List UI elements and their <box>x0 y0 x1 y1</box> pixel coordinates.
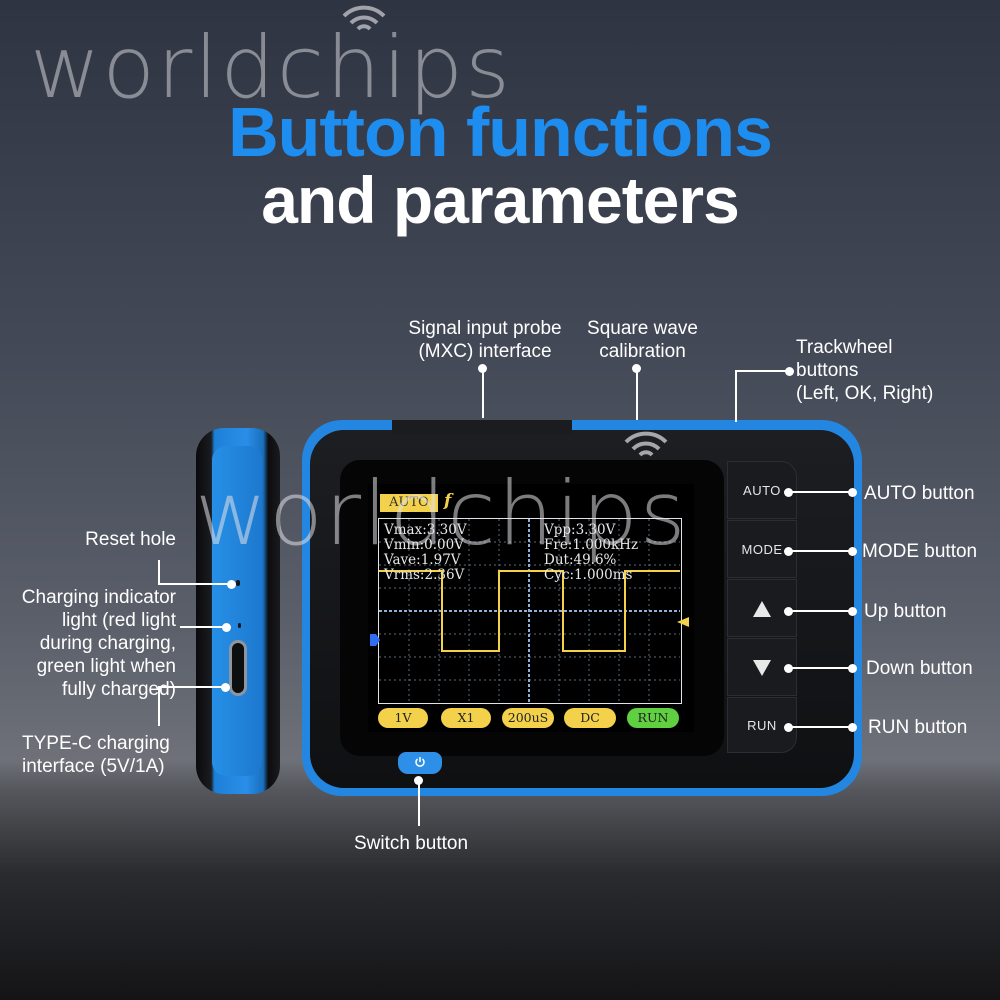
typec-port[interactable] <box>229 640 247 696</box>
mode-hw-button[interactable]: MODE <box>727 520 797 578</box>
screen-mode-tab: AUTO <box>380 494 438 512</box>
callout-dot <box>848 664 857 673</box>
callout-up-button: Up button <box>864 601 947 622</box>
callout-run-button: RUN button <box>868 717 968 738</box>
callout-dot <box>227 580 236 589</box>
callout-charging-line4: green light when <box>36 656 176 677</box>
callout-line <box>786 726 852 728</box>
callout-charging-line2: light (red light <box>61 610 176 631</box>
measurements-left: Vmax:3.30V Vmin:0.00V Vave:1.97V Vrms:2.… <box>384 523 467 583</box>
callout-line <box>158 560 160 584</box>
charging-indicator-light <box>238 623 241 628</box>
meas-vmin: Vmin:0.00V <box>384 537 464 553</box>
callout-signal-probe-line2: (MXC) interface <box>418 341 552 362</box>
callout-square-wave: Square wave calibration <box>570 317 715 363</box>
coupling-pill[interactable]: DC <box>564 708 616 728</box>
meas-duty: Dut:49.6% <box>544 552 617 568</box>
reset-hole[interactable] <box>236 580 240 586</box>
callout-line <box>158 686 224 688</box>
oscilloscope-screen <box>368 484 694 732</box>
callout-line <box>786 550 852 552</box>
watermark-top: worldchips <box>30 18 512 118</box>
title-line-1: Button functions <box>228 93 773 171</box>
callout-trackwheel-line2: buttons <box>796 360 859 381</box>
meas-cycle: Cyc:1.000ms <box>544 567 633 583</box>
callout-trackwheel-line3: (Left, OK, Right) <box>796 383 934 404</box>
callout-charging-line1: Charging indicator <box>21 587 176 608</box>
callout-mode-button: MODE button <box>862 541 978 562</box>
callout-line <box>786 610 852 612</box>
callout-line <box>636 368 638 420</box>
callout-charging-line3: during charging, <box>39 633 176 654</box>
callout-line <box>158 686 160 726</box>
callout-dot <box>221 683 230 692</box>
callout-square-wave-line1: Square wave <box>587 318 698 339</box>
volts-div-pill[interactable]: 1V <box>378 708 428 728</box>
title-line-2: and parameters <box>261 163 740 237</box>
callout-trackwheel-line1: Trackwheel <box>796 337 893 358</box>
callout-dot <box>785 367 794 376</box>
power-icon <box>415 757 425 767</box>
callout-auto-button: AUTO button <box>864 483 975 504</box>
callout-line <box>180 626 226 628</box>
watermark-middle: worldchips <box>195 462 688 565</box>
callout-line <box>786 491 852 493</box>
measurements-right: Vpp:3.30V Fre:1.000kHz Dut:49.6% Cyc:1.0… <box>544 523 638 583</box>
probe-ratio-pill[interactable]: X1 <box>441 708 491 728</box>
callout-signal-probe-line1: Signal input probe <box>408 318 562 339</box>
callout-dot <box>784 607 793 616</box>
wifi-icon <box>624 431 668 457</box>
run-status-pill[interactable]: RUN <box>627 708 679 728</box>
meas-vave: Vave:1.97V <box>384 552 461 568</box>
callout-dot <box>784 723 793 732</box>
scope-waveform <box>379 519 680 702</box>
timebase-pill[interactable]: 200uS <box>502 708 554 728</box>
callout-square-wave-line2: calibration <box>599 341 686 362</box>
callout-typec: TYPE-C charging interface (5V/1A) <box>22 732 202 778</box>
trigger-marker-icon <box>677 617 689 627</box>
callout-dot <box>784 664 793 673</box>
callout-line <box>482 368 484 418</box>
probe-interface-top <box>392 420 572 434</box>
callout-dot <box>222 623 231 632</box>
callout-dot <box>848 488 857 497</box>
callout-dot <box>848 723 857 732</box>
down-hw-button[interactable] <box>727 638 797 696</box>
callout-typec-line1: TYPE-C charging <box>22 733 170 754</box>
callout-trackwheel: Trackwheel buttons (Left, OK, Right) <box>796 336 996 405</box>
floor-surface <box>0 790 1000 1000</box>
callout-line <box>158 583 230 585</box>
meas-vmax: Vmax:3.30V <box>384 522 467 538</box>
channel-marker-icon <box>370 634 380 646</box>
power-switch-button[interactable] <box>398 752 442 774</box>
meas-freq: Fre:1.000kHz <box>544 537 639 553</box>
callout-dot <box>784 547 793 556</box>
side-blue-panel <box>212 446 262 776</box>
callout-down-button: Down button <box>866 658 973 679</box>
callout-dot <box>848 547 857 556</box>
down-arrow-icon <box>753 660 771 676</box>
callout-typec-line2: interface (5V/1A) <box>22 756 165 777</box>
scope-grid <box>378 518 682 704</box>
callout-line <box>418 780 420 826</box>
meas-vpp: Vpp:3.30V <box>544 522 616 538</box>
callout-reset-hole: Reset hole <box>85 529 176 550</box>
callout-switch-button: Switch button <box>354 833 469 854</box>
wifi-icon <box>342 5 386 31</box>
callout-line <box>735 370 787 372</box>
meas-vrms: Vrms:2.36V <box>384 567 465 583</box>
callout-dot <box>784 488 793 497</box>
callout-charging-line5: fully charged) <box>61 679 176 700</box>
callout-charging-indicator: Charging indicator light (red light duri… <box>0 586 176 701</box>
up-arrow-icon <box>753 601 771 617</box>
callout-signal-probe: Signal input probe (MXC) interface <box>380 317 590 363</box>
run-hw-button[interactable]: RUN <box>727 697 797 753</box>
callout-dot <box>848 607 857 616</box>
callout-line <box>786 667 852 669</box>
function-icon: f <box>444 491 452 511</box>
callout-line <box>735 370 737 422</box>
